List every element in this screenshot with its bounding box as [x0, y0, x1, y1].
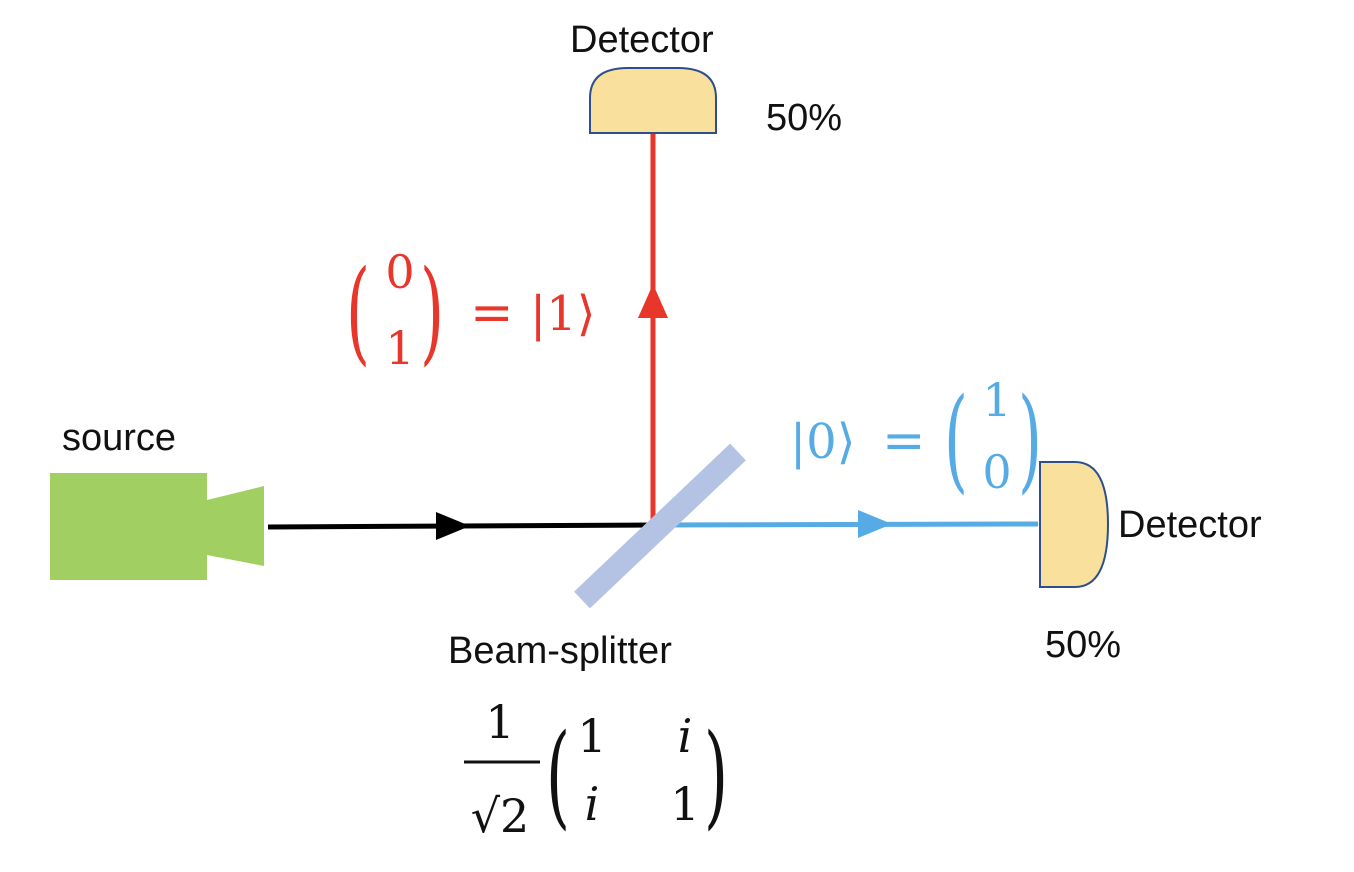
- detector-right-label: Detector: [1118, 504, 1262, 546]
- state-one-right-paren: ): [420, 247, 444, 377]
- detector-top-label: Detector: [570, 19, 714, 61]
- detector-top: [589, 67, 717, 134]
- state-one-vector-bottom: 1: [385, 321, 414, 375]
- state-zero-ket: |0⟩: [790, 414, 855, 470]
- matrix-a22: 1: [670, 777, 699, 831]
- matrix-a12: i: [678, 709, 693, 763]
- beam-one-arrow: [638, 284, 668, 318]
- state-zero-equation: |0⟩ = ( 1 0 ): [790, 373, 1042, 505]
- beam-splitter: [574, 443, 746, 609]
- matrix-left-paren: (: [546, 711, 570, 841]
- beam-zero-arrow: [858, 510, 892, 538]
- matrix-a11: 1: [577, 709, 606, 763]
- probability-right: 50%: [1045, 624, 1121, 666]
- matrix-right-paren: ): [704, 711, 728, 841]
- state-one-ket: |1⟩: [530, 286, 595, 342]
- probability-top: 50%: [766, 97, 842, 139]
- detector-right: [1039, 461, 1110, 588]
- state-zero-vector-top: 1: [982, 373, 1011, 427]
- state-one-vector-top: 0: [385, 245, 414, 299]
- state-zero-equals: =: [882, 411, 926, 471]
- beam-splitter-label: Beam-splitter: [448, 630, 672, 672]
- matrix-a21: i: [585, 777, 600, 831]
- source-nozzle: [207, 486, 264, 566]
- state-zero-left-paren: (: [944, 375, 968, 505]
- state-one-left-paren: (: [346, 247, 370, 377]
- state-zero-vector-bottom: 0: [982, 445, 1011, 499]
- state-one-equation: ( 0 1 ) = |1⟩: [346, 245, 595, 377]
- beam-zero: [651, 521, 1039, 528]
- matrix-fraction-numerator: 1: [485, 695, 514, 749]
- matrix-fraction-denominator: √2: [471, 789, 530, 843]
- source-emitter: [50, 473, 264, 580]
- state-one-equals: =: [470, 283, 514, 343]
- input-beam-arrow: [436, 512, 470, 540]
- state-zero-right-paren: ): [1018, 375, 1042, 505]
- beam-splitter-matrix: 1 √2 ( 1 i i 1 ): [464, 695, 728, 843]
- source-body: [50, 473, 207, 580]
- source-label: source: [62, 417, 176, 459]
